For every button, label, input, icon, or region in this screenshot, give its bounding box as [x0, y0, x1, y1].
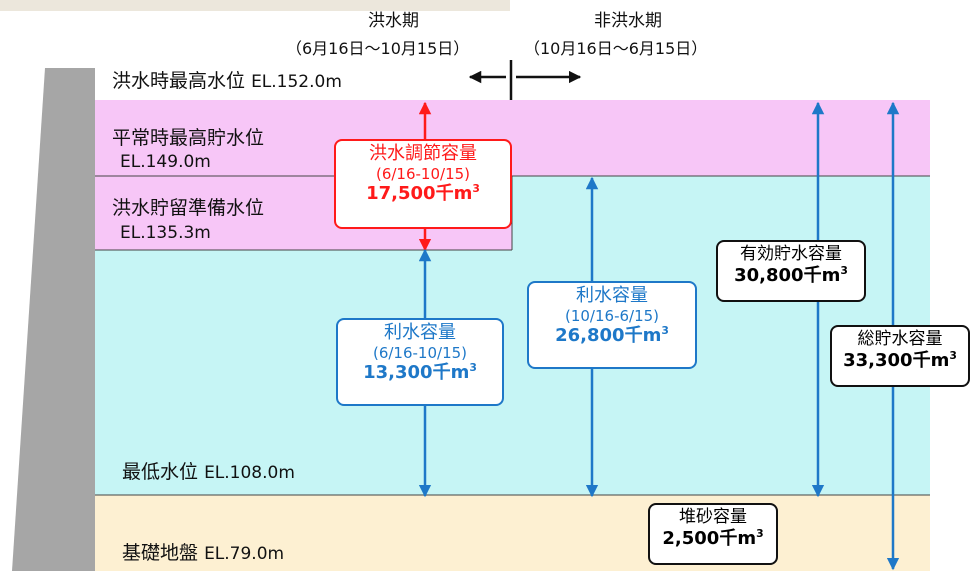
level-normal-max-name: 平常時最高貯水位 [112, 127, 265, 149]
level-minimum-el: EL.108.0m [204, 463, 295, 483]
water-use-flood-value: 13,300千m3 [363, 361, 477, 384]
nonflood-period-range: （10月16日～6月15日） [524, 39, 708, 58]
water-use-nonflood-box: 利水容量 (10/16-6/15) 26,800千m3 [527, 281, 697, 369]
sediment-value: 2,500千m3 [662, 526, 764, 549]
level-flood-max-name: 洪水時最高水位 [112, 70, 246, 92]
level-minimum: 最低水位 EL.108.0m [122, 461, 295, 484]
flood-control-period: (6/16-10/15) [375, 164, 471, 183]
water-use-flood-period: (6/16-10/15) [372, 343, 468, 362]
sediment-name: 堆砂容量 [679, 507, 747, 527]
total-name: 総貯水容量 [857, 329, 943, 349]
sediment-capacity-box: 堆砂容量 2,500千m3 [648, 503, 778, 565]
level-foundation: 基礎地盤 EL.79.0m [122, 542, 285, 565]
flood-control-name: 洪水調節容量 [369, 143, 477, 164]
flood-control-value: 17,500千m3 [366, 182, 480, 205]
sediment-zone [95, 495, 930, 571]
header-band [0, 0, 510, 11]
water-use-nonflood-value: 26,800千m3 [555, 324, 669, 347]
flood-zone-upper [95, 100, 930, 176]
effective-value: 30,800千m3 [734, 263, 848, 286]
water-use-flood-box: 利水容量 (6/16-10/15) 13,300千m3 [336, 318, 504, 406]
flood-period-name: 洪水期 [368, 11, 419, 31]
water-use-nonflood-name: 利水容量 [576, 285, 648, 306]
water-use-nonflood-period: (10/16-6/15) [564, 306, 660, 325]
effective-name: 有効貯水容量 [740, 244, 842, 264]
total-value: 33,300千m3 [843, 348, 957, 371]
dam-body [12, 68, 95, 571]
level-foundation-name: 基礎地盤 [122, 542, 199, 564]
level-foundation-el: EL.79.0m [204, 544, 285, 564]
water-use-flood-name: 利水容量 [384, 322, 456, 343]
total-capacity-box: 総貯水容量 33,300千m3 [830, 325, 970, 387]
level-flood-max: 洪水時最高水位 EL.152.0m [112, 70, 342, 93]
level-flood-reserve-el: EL.135.3m [120, 223, 211, 243]
level-minimum-name: 最低水位 [122, 461, 199, 483]
level-normal-max-el: EL.149.0m [120, 152, 211, 172]
flood-period-range: （6月16日～10月15日） [286, 39, 470, 58]
level-flood-reserve-name: 洪水貯留準備水位 [112, 197, 265, 219]
level-flood-max-el: EL.152.0m [251, 72, 342, 92]
nonflood-period-name: 非洪水期 [594, 11, 662, 31]
flood-control-capacity-box: 洪水調節容量 (6/16-10/15) 17,500千m3 [334, 139, 512, 229]
effective-capacity-box: 有効貯水容量 30,800千m3 [716, 240, 866, 302]
